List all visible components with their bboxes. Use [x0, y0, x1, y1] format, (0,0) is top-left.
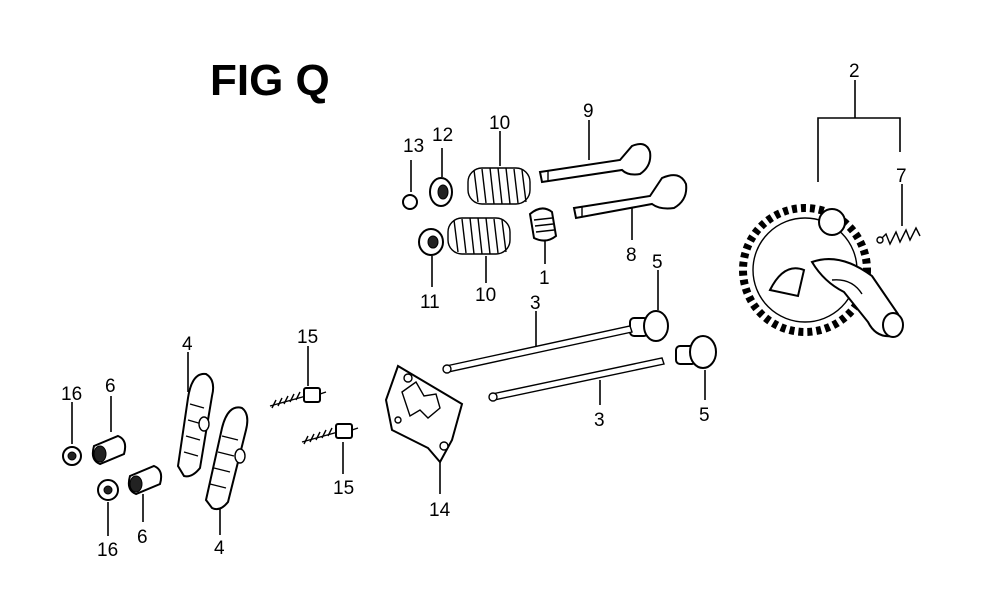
- callout-1: 1: [539, 268, 550, 289]
- part-1-valve-stem-seal: [528, 207, 558, 242]
- part-9-exhaust-valve: [538, 143, 652, 184]
- callout-6-lower: 6: [137, 527, 148, 548]
- callout-13: 13: [403, 136, 424, 157]
- part-14-push-rod-guide-plate: [384, 364, 464, 464]
- callout-8: 8: [626, 245, 637, 266]
- callout-3-upper: 3: [530, 293, 541, 314]
- callout-10-lower: 10: [475, 285, 496, 306]
- callout-4-lower: 4: [214, 538, 225, 559]
- callout-7: 7: [896, 166, 907, 187]
- part-4-rocker-arm-upper: [176, 372, 215, 478]
- part-12-spring-retainer: [429, 177, 453, 207]
- callout-12: 12: [432, 125, 453, 146]
- part-4-rocker-arm-lower: [204, 406, 249, 511]
- callout-5-lower: 5: [699, 405, 710, 426]
- callout-15-lower: 15: [333, 478, 354, 499]
- figure-title: FIG Q: [210, 56, 330, 105]
- callout-16-lower: 16: [97, 540, 118, 561]
- callout-9: 9: [583, 101, 594, 122]
- part-3-push-rod-lower: [488, 357, 665, 402]
- callout-16-upper: 16: [61, 384, 82, 405]
- callout-15-upper: 15: [297, 327, 318, 348]
- callout-5-upper: 5: [652, 252, 663, 273]
- part-11-spring-retainer-lower: [418, 228, 444, 256]
- callout-3-lower: 3: [594, 410, 605, 431]
- part-13-valve-cotter: [402, 194, 418, 210]
- leader-2-bracket: [817, 117, 901, 182]
- part-15-rocker-arm-pivot-lower: [301, 423, 359, 445]
- part-15-rocker-arm-pivot-upper: [269, 387, 327, 409]
- callout-2: 2: [849, 61, 860, 82]
- part-16-nut-upper: [62, 446, 82, 466]
- part-5-tappet-upper: [629, 310, 669, 342]
- part-7-decompressor-spring: [876, 226, 921, 246]
- part-5-tappet-lower: [675, 335, 717, 369]
- callout-4-upper: 4: [182, 334, 193, 355]
- part-10-valve-spring-upper: [467, 167, 531, 205]
- callout-11: 11: [420, 292, 440, 313]
- part-3-push-rod-upper: [442, 325, 633, 374]
- part-10-valve-spring-lower: [447, 217, 511, 255]
- part-8-intake-valve: [572, 174, 688, 220]
- part-6-rocker-arm-pivot-upper: [91, 434, 127, 466]
- part-2-camshaft-assembly: [739, 204, 904, 338]
- part-6-rocker-arm-pivot-lower: [127, 464, 163, 496]
- callout-10-upper: 10: [489, 113, 510, 134]
- callout-14: 14: [429, 500, 451, 521]
- part-16-nut-lower: [97, 479, 119, 501]
- callout-6-upper: 6: [105, 376, 116, 397]
